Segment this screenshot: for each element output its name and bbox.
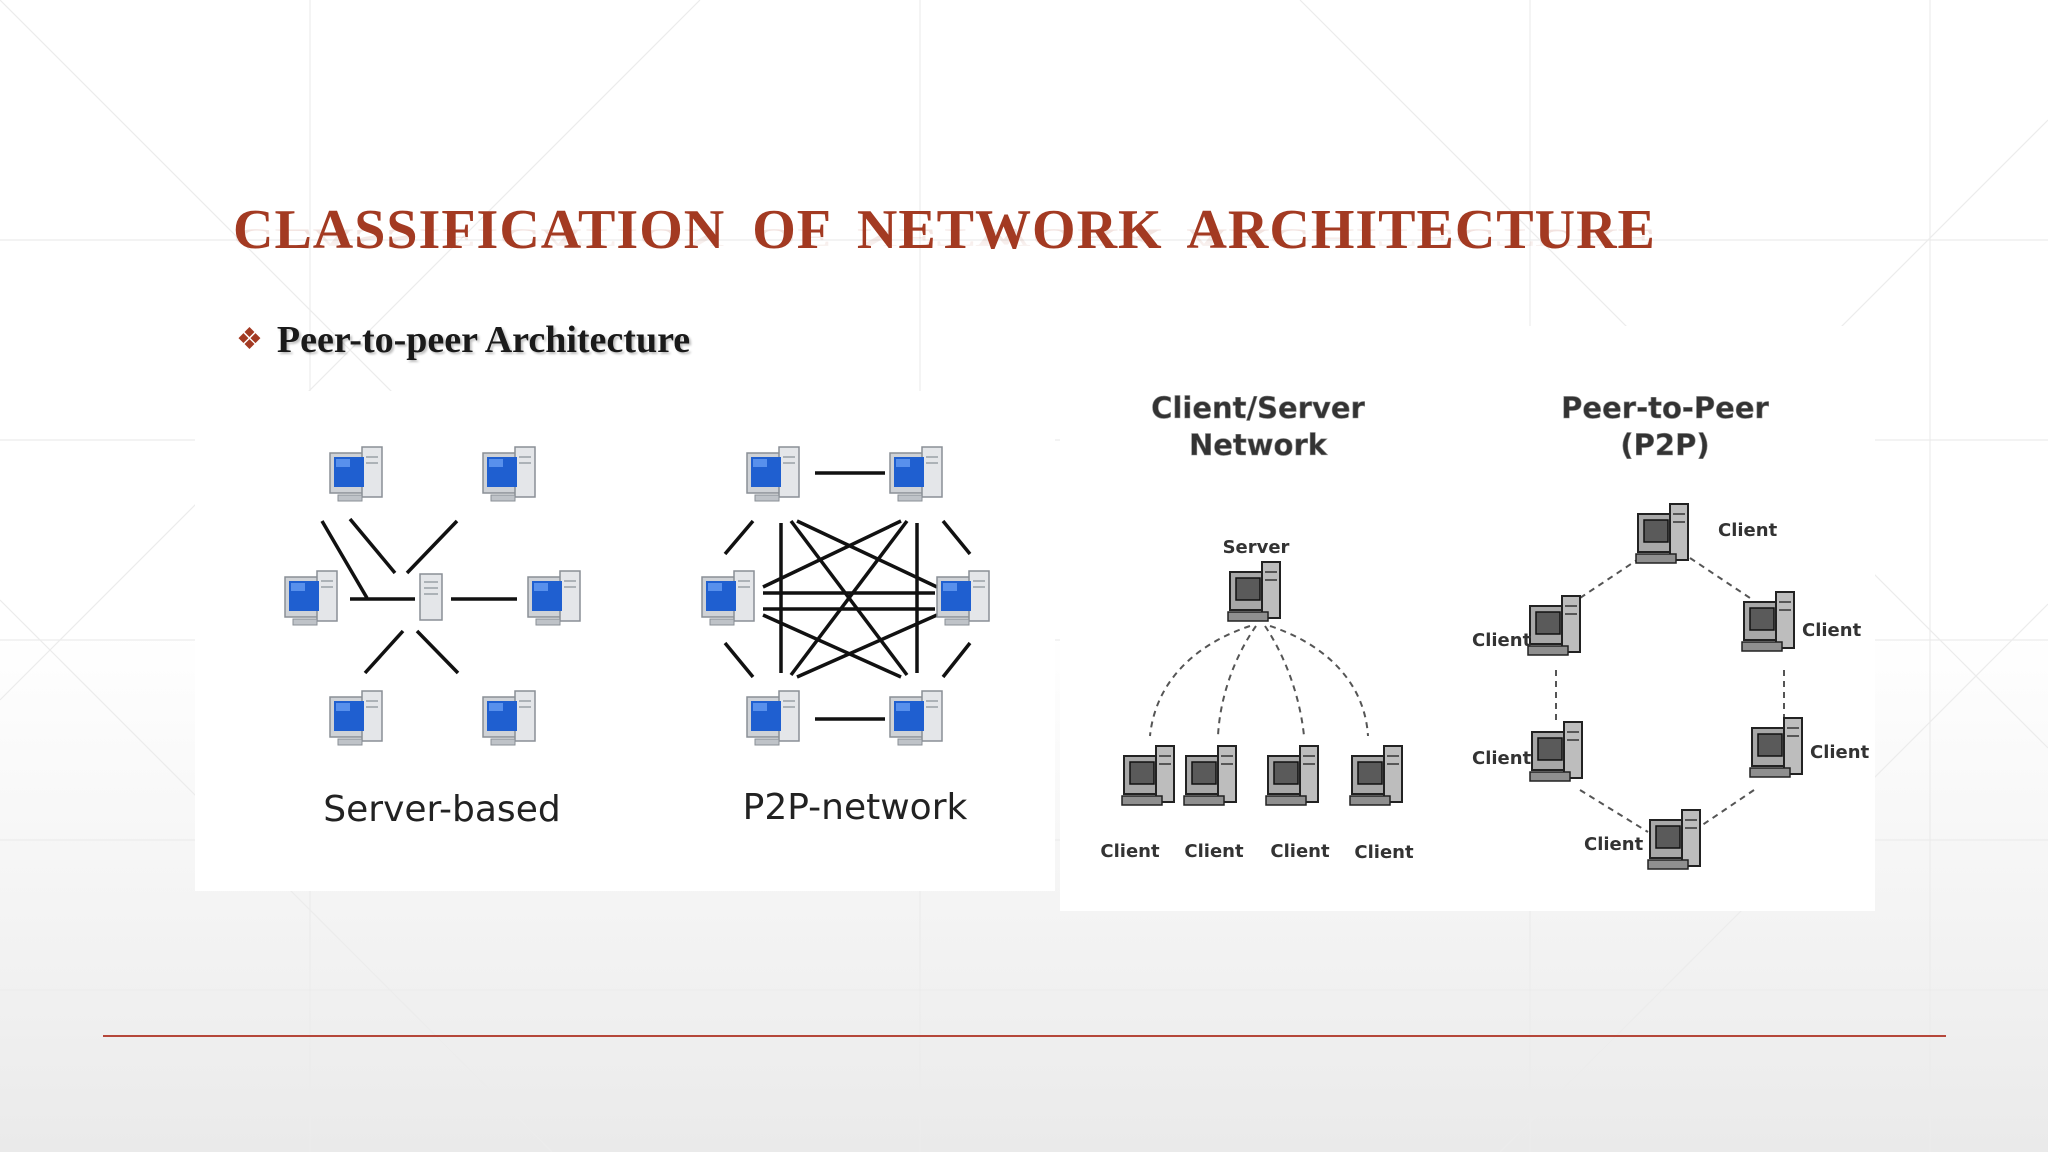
diamond-bullet-icon: ❖ <box>236 323 263 356</box>
cs-client-label: Client <box>1354 842 1414 863</box>
peer-computer-icon <box>1527 595 1581 656</box>
left-diagram-canvas: Server-based <box>284 446 990 830</box>
server-node <box>1227 561 1281 622</box>
cs-links <box>1149 625 1369 737</box>
p2p-network-diagram <box>723 471 972 721</box>
server-based-label: Server-based <box>323 789 560 830</box>
bullet-text: Peer-to-peer Architecture <box>276 319 691 361</box>
peer-computer-icon <box>1741 591 1795 652</box>
p2p-ring-links <box>1555 557 1785 833</box>
server-based-nodes <box>284 446 581 746</box>
slide-title: CLASSIFICATION OF NETWORK ARCHITECTURE <box>233 199 1656 261</box>
server-label: Server <box>1223 537 1290 558</box>
client-computer-icon <box>1183 745 1237 806</box>
p2p-client-nodes <box>1527 503 1803 870</box>
computer-icon <box>482 690 536 746</box>
p2p-client-label: Client <box>1584 834 1644 855</box>
p2p-title-line2: (P2P) <box>1620 428 1709 462</box>
peer-computer-icon <box>1647 809 1701 870</box>
client-computer-icon <box>1121 745 1175 806</box>
p2p-client-label: Client <box>1472 630 1532 651</box>
title-reflection: CLASSIFICATION OF NETWORK ARCHITECTURE <box>233 223 1656 252</box>
cs-client-label: Client <box>1184 841 1244 862</box>
bullet-point: ❖ Peer-to-peer Architecture <box>236 318 690 362</box>
p2p-network-label: P2P-network <box>743 787 968 828</box>
client-computer-icon <box>1349 745 1403 806</box>
cs-client-nodes <box>1121 745 1403 806</box>
p2p-client-label: Client <box>1718 520 1778 541</box>
p2p-client-label: Client <box>1802 620 1862 641</box>
computer-icon <box>889 690 943 746</box>
peer-computer-icon <box>1529 721 1583 782</box>
p2p-client-label: Client <box>1472 748 1532 769</box>
cs-client-label: Client <box>1270 841 1330 862</box>
p2p-title-line1: Peer-to-Peer <box>1561 391 1769 425</box>
client-server-vs-p2p-diagram: Client/Server Network Server Client Clie… <box>1060 326 1875 911</box>
server-icon <box>419 573 443 621</box>
computer-icon <box>701 570 755 626</box>
right-diagram-canvas: Client/Server Network Server Client Clie… <box>1100 391 1870 870</box>
computer-icon <box>284 570 338 626</box>
p2p-client-label: Client <box>1810 742 1870 763</box>
server-computer-icon <box>1227 561 1281 622</box>
client-computer-icon <box>1265 745 1319 806</box>
server-based-diagram <box>320 517 517 675</box>
peer-computer-icon <box>1635 503 1689 564</box>
computer-icon <box>482 446 536 502</box>
computer-icon <box>329 446 383 502</box>
server-vs-p2p-diagram: Server-based <box>195 391 1055 891</box>
computer-icon <box>936 570 990 626</box>
cs-title-line2: Network <box>1189 428 1328 462</box>
computer-icon <box>329 690 383 746</box>
cs-client-label: Client <box>1100 841 1160 862</box>
computer-icon <box>889 446 943 502</box>
computer-icon <box>746 446 800 502</box>
footer-divider <box>103 1035 1946 1037</box>
computer-icon <box>746 690 800 746</box>
peer-computer-icon <box>1749 717 1803 778</box>
cs-title-line1: Client/Server <box>1151 391 1365 425</box>
computer-icon <box>527 570 581 626</box>
